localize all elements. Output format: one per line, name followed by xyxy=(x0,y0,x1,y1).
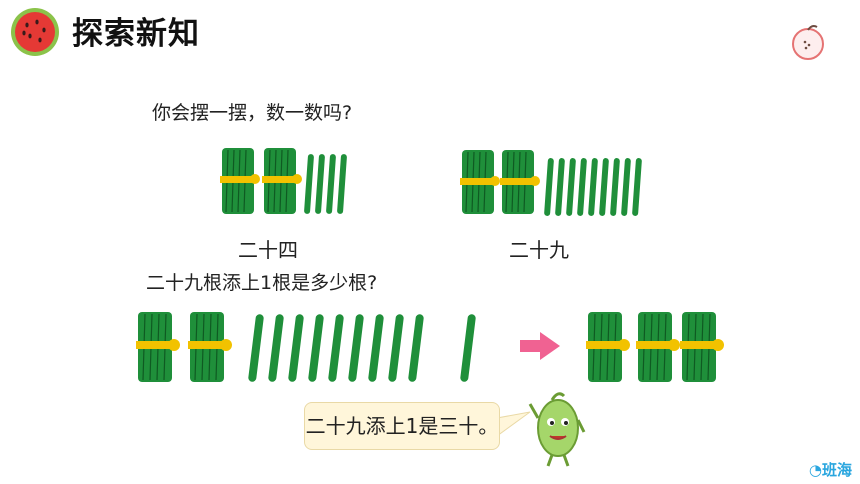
single-sticks xyxy=(304,154,347,214)
bundle-of-ten xyxy=(262,148,302,214)
pepper-mascot-icon xyxy=(528,392,586,467)
apple-icon xyxy=(792,25,824,60)
single-sticks xyxy=(248,314,424,382)
brand-logo: ◔班海 xyxy=(808,461,852,479)
single-sticks xyxy=(544,158,642,216)
question-add-one: 二十九根添上1根是多少根? xyxy=(146,272,378,294)
bundle-of-ten xyxy=(680,312,724,382)
brand-icon: ◔ xyxy=(808,461,822,479)
added-stick xyxy=(460,314,476,382)
arrow-right-icon xyxy=(520,332,560,360)
page-title: 探索新知 xyxy=(72,16,200,52)
bundle-of-ten xyxy=(460,150,500,214)
bubble-tail xyxy=(496,411,531,437)
bundle-of-ten xyxy=(500,150,540,214)
watermelon-icon xyxy=(11,8,59,56)
question-arrange: 你会摆一摆，数一数吗? xyxy=(152,102,353,124)
label-twenty-four: 二十四 xyxy=(238,238,298,262)
answer-bubble: 二十九添上1是三十。 xyxy=(304,402,500,450)
bundle-of-ten xyxy=(136,312,180,382)
bundle-of-ten xyxy=(586,312,630,382)
bundle-of-ten xyxy=(188,312,232,382)
bundle-of-ten xyxy=(636,312,680,382)
label-twenty-nine: 二十九 xyxy=(509,238,569,262)
bundle-of-ten xyxy=(220,148,260,214)
